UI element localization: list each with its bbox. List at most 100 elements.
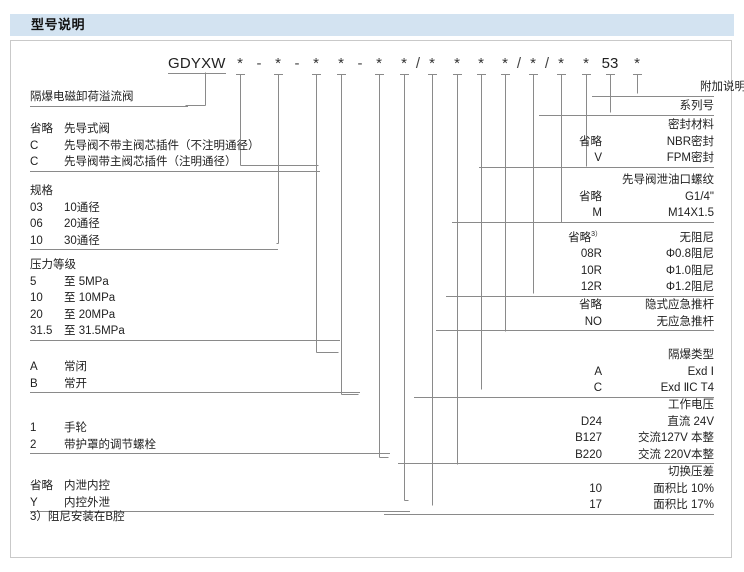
legend-key: 06 bbox=[30, 218, 43, 230]
legend-value: Exd ⅡC T4 bbox=[660, 382, 714, 394]
legend-key: 08R bbox=[580, 248, 602, 261]
legend-value: 至 5MPa bbox=[64, 275, 109, 288]
code-token-11: * bbox=[454, 55, 460, 72]
legend-row: 工作电压 bbox=[398, 397, 714, 414]
legend-value: 无应急推杆 bbox=[656, 315, 715, 328]
legend-row: 03 10通径 bbox=[30, 200, 278, 217]
legend-row: 隔爆电磁卸荷溢流阀 bbox=[30, 89, 188, 106]
legend-label: 隔爆电磁卸荷溢流阀 bbox=[30, 91, 134, 103]
legend-row: 附加说明 bbox=[592, 79, 744, 96]
legend-row: 先导阀泄油口螺纹 bbox=[452, 172, 714, 189]
legend-label: 压力等级 bbox=[30, 259, 76, 271]
legend-value: 先导阀不带主阀芯插件（不注明通径） bbox=[64, 139, 260, 152]
legend-key: 17 bbox=[589, 499, 602, 511]
legend-row: 隔爆类型 bbox=[414, 347, 714, 364]
legend-key: B bbox=[30, 377, 38, 390]
legend-key: 省略 bbox=[30, 480, 53, 492]
diagram-panel bbox=[10, 40, 732, 558]
legend-value: 至 31.5MPa bbox=[64, 325, 125, 337]
legend-key: D24 bbox=[580, 415, 602, 428]
legend-row: 规格 bbox=[30, 183, 278, 200]
legend-value: Exd Ⅰ bbox=[687, 365, 714, 378]
code-token-1: - bbox=[256, 55, 262, 72]
legend-value: 手轮 bbox=[64, 422, 87, 434]
legend-key: C bbox=[30, 139, 39, 152]
legend-block-additional-note: 附加说明 bbox=[592, 79, 744, 97]
code-token-14: / bbox=[516, 55, 522, 72]
legend-value: 30通径 bbox=[64, 234, 100, 247]
legend-key: 省略 bbox=[579, 299, 602, 311]
legend-key: 省略 bbox=[579, 135, 602, 148]
code-token-3: - bbox=[294, 55, 300, 72]
section-header-bar bbox=[10, 14, 734, 36]
legend-value: 交流127V 本整 bbox=[637, 432, 714, 444]
legend-value: 先导阀带主阀芯插件（注明通径） bbox=[64, 156, 237, 168]
legend-value: 无阻尼 bbox=[679, 231, 715, 244]
legend-key: B127 bbox=[575, 432, 602, 444]
legend-key: 10R bbox=[580, 264, 602, 277]
legend-value: 隐式应急推杆 bbox=[645, 299, 714, 311]
legend-key: 31.5 bbox=[30, 325, 53, 337]
code-token-19: 53 bbox=[601, 55, 619, 72]
legend-row: B127 交流127V 本整 bbox=[398, 430, 714, 447]
legend-value: G1/4" bbox=[684, 190, 714, 203]
code-token-4: * bbox=[313, 55, 319, 72]
legend-row: C 先导阀不带主阀芯插件（不注明通径） bbox=[30, 138, 320, 155]
legend-row: 压力等级 bbox=[30, 257, 340, 274]
legend-row: 31.5 至 31.5MPa bbox=[30, 323, 340, 340]
legend-value: 交流 220V本整 bbox=[637, 448, 714, 461]
legend-key: 5 bbox=[30, 275, 37, 288]
legend-block-series-number: 系列号 bbox=[539, 98, 714, 116]
code-token-15: * bbox=[530, 55, 536, 72]
legend-row: 系列号 bbox=[539, 98, 715, 115]
legend-key: 2 bbox=[30, 438, 37, 451]
page-title: 型号说明 bbox=[31, 17, 86, 32]
legend-value: 切换压差 bbox=[668, 466, 714, 478]
legend-value: 工作电压 bbox=[668, 399, 714, 411]
legend-key: 03 bbox=[30, 201, 43, 214]
legend-block-product-name: 隔爆电磁卸荷溢流阀 bbox=[30, 89, 188, 107]
legend-key: 省略 bbox=[30, 123, 53, 135]
legend-value: 常开 bbox=[64, 377, 87, 390]
code-token-12: * bbox=[478, 55, 484, 72]
code-prefix: GDYXW bbox=[168, 55, 226, 74]
code-token-2: * bbox=[275, 55, 281, 72]
legend-value: 直流 24V bbox=[667, 415, 714, 428]
legend-value: 至 10MPa bbox=[64, 292, 116, 304]
legend-row: 省略先导式阀 bbox=[30, 121, 320, 138]
legend-row: 密封材料 bbox=[479, 117, 714, 134]
legend-value: 10通径 bbox=[64, 201, 100, 214]
legend-value: 密封材料 bbox=[668, 119, 714, 131]
code-token-9: / bbox=[415, 55, 421, 72]
legend-label: 规格 bbox=[30, 185, 53, 197]
legend-value: 系列号 bbox=[679, 100, 715, 112]
legend-row: D24 直流 24V bbox=[398, 414, 714, 431]
legend-value: 附加说明 bbox=[700, 81, 744, 93]
legend-value: 面积比 10% bbox=[653, 482, 714, 495]
legend-row: 切换压差 bbox=[384, 464, 714, 481]
